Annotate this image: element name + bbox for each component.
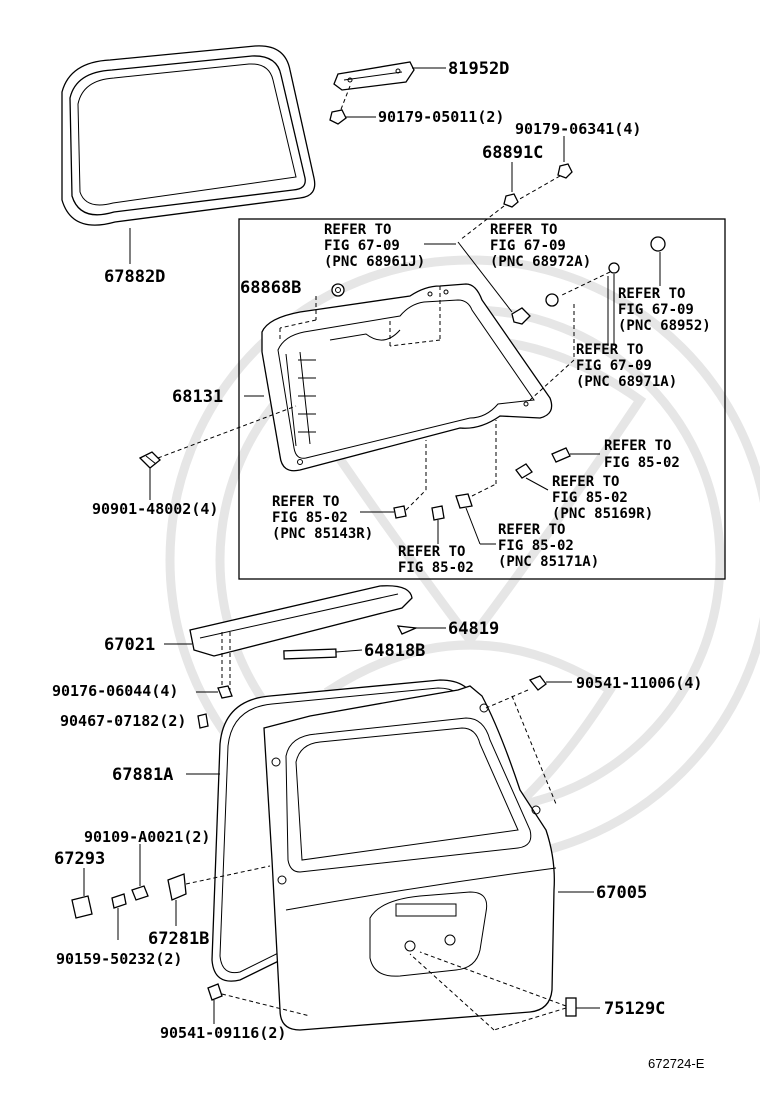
svg-text:FIG 85-02: FIG 85-02 — [552, 490, 628, 506]
label-90179-06341: 90179-06341(4) — [515, 120, 641, 138]
svg-text:REFER TO: REFER TO — [272, 494, 339, 510]
garnish-64819 — [396, 625, 419, 635]
label-90179-05011: 90179-05011(2) — [378, 108, 504, 126]
label-90467-07182: 90467-07182(2) — [60, 712, 186, 730]
inset-grommet-68971A — [545, 262, 620, 307]
garnish-64818B — [283, 648, 337, 660]
svg-text:(PNC 85169R): (PNC 85169R) — [552, 506, 653, 522]
svg-text:REFER TO: REFER TO — [604, 438, 671, 454]
refer-note-68961J: REFER TO FIG 67-09 (PNC 68961J) — [324, 222, 425, 270]
svg-text:FIG 67-09: FIG 67-09 — [324, 238, 400, 254]
bolt-90541-09116 — [207, 983, 223, 1001]
cover-75129C — [565, 997, 577, 1017]
label-81952D: 81952D — [448, 59, 509, 79]
nut-90176-06044 — [217, 685, 233, 699]
inset-socket-85169R — [515, 463, 533, 479]
screw-90901-48002 — [138, 451, 161, 469]
svg-text:FIG 85-02: FIG 85-02 — [498, 538, 574, 554]
stop-lamp-81952D — [333, 61, 415, 91]
inset-clip-68952 — [650, 236, 666, 252]
svg-text:REFER TO: REFER TO — [552, 474, 619, 490]
svg-text:FIG 85-02: FIG 85-02 — [398, 560, 474, 576]
label-67881A: 67881A — [112, 765, 173, 785]
svg-text:FIG 67-09: FIG 67-09 — [618, 302, 694, 318]
svg-text:(PNC 85171A): (PNC 85171A) — [498, 554, 599, 570]
label-64819: 64819 — [448, 619, 499, 639]
svg-text:(PNC 85143R): (PNC 85143R) — [272, 526, 373, 542]
svg-text:REFER TO: REFER TO — [324, 222, 391, 238]
glass-weatherstrip-67882D — [61, 45, 316, 226]
svg-text:FIG 67-09: FIG 67-09 — [576, 358, 652, 374]
screw-90179-05011 — [329, 109, 347, 125]
label-64818B: 64818B — [364, 641, 425, 661]
refer-note-85-02-a: REFER TO FIG 85-02 — [604, 438, 680, 471]
label-67021: 67021 — [104, 635, 155, 655]
svg-text:REFER TO: REFER TO — [398, 544, 465, 560]
label-68868B: 68868B — [240, 278, 301, 298]
bracket-67281B — [167, 873, 187, 901]
inset-clip-68972A — [511, 307, 531, 325]
label-68131: 68131 — [172, 387, 223, 407]
inset-bulb-85-02 — [551, 447, 571, 463]
label-75129C: 75129C — [604, 999, 665, 1019]
label-90541-09116: 90541-09116(2) — [160, 1024, 286, 1042]
stopper-67293 — [71, 895, 93, 919]
label-68891C: 68891C — [482, 143, 543, 163]
clip-68868B — [331, 283, 345, 297]
spoiler-67021 — [189, 585, 413, 657]
label-90109-A0021: 90109-A0021(2) — [84, 828, 210, 846]
screw-90467-07182 — [197, 713, 209, 729]
svg-text:REFER TO: REFER TO — [618, 286, 685, 302]
refer-note-68972A: REFER TO FIG 67-09 (PNC 68972A) — [490, 222, 591, 270]
label-67882D: 67882D — [104, 267, 165, 287]
inset-socket-85143R — [393, 505, 407, 519]
inset-frame — [238, 218, 726, 580]
nut-90179-06341 — [557, 163, 573, 179]
refer-note-68971A: REFER TO FIG 67-09 (PNC 68971A) — [576, 342, 677, 390]
label-90159-50232: 90159-50232(2) — [56, 950, 182, 968]
clip-68891C — [503, 193, 519, 208]
trim-board-68131 — [261, 283, 553, 472]
svg-text:(PNC 68961J): (PNC 68961J) — [324, 254, 425, 270]
label-90901-48002: 90901-48002(4) — [92, 500, 218, 518]
svg-text:REFER TO: REFER TO — [490, 222, 557, 238]
svg-text:FIG 85-02: FIG 85-02 — [604, 455, 680, 471]
svg-text:(PNC 68971A): (PNC 68971A) — [576, 374, 677, 390]
svg-text:(PNC 68972A): (PNC 68972A) — [490, 254, 591, 270]
refer-note-85-02-b: REFER TO FIG 85-02 — [398, 544, 474, 576]
svg-text:FIG 85-02: FIG 85-02 — [272, 510, 348, 526]
refer-note-85143R: REFER TO FIG 85-02 (PNC 85143R) — [272, 494, 373, 542]
svg-text:FIG 67-09: FIG 67-09 — [490, 238, 566, 254]
refer-note-85171A: REFER TO FIG 85-02 (PNC 85171A) — [498, 522, 599, 570]
label-90541-11006: 90541-11006(4) — [576, 674, 702, 692]
back-door-panel-67005 — [263, 685, 557, 1031]
svg-text:REFER TO: REFER TO — [576, 342, 643, 358]
bolt-90541-11006 — [528, 675, 547, 691]
bolt-90109-A0021 — [131, 885, 149, 901]
svg-text:REFER TO: REFER TO — [498, 522, 565, 538]
figure-code: 672724-E — [648, 1056, 705, 1071]
refer-note-85169R: REFER TO FIG 85-02 (PNC 85169R) — [552, 474, 653, 522]
screw-90159-50232 — [111, 893, 127, 909]
inset-lamp-85-02 — [431, 505, 445, 521]
inset-socket-85171A — [455, 493, 473, 509]
label-67281B: 67281B — [148, 929, 209, 949]
svg-text:(PNC 68952): (PNC 68952) — [618, 318, 711, 334]
label-90176-06044: 90176-06044(4) — [52, 682, 178, 700]
label-67005: 67005 — [596, 883, 647, 903]
refer-note-68952: REFER TO FIG 67-09 (PNC 68952) — [618, 286, 711, 334]
label-67293: 67293 — [54, 849, 105, 869]
